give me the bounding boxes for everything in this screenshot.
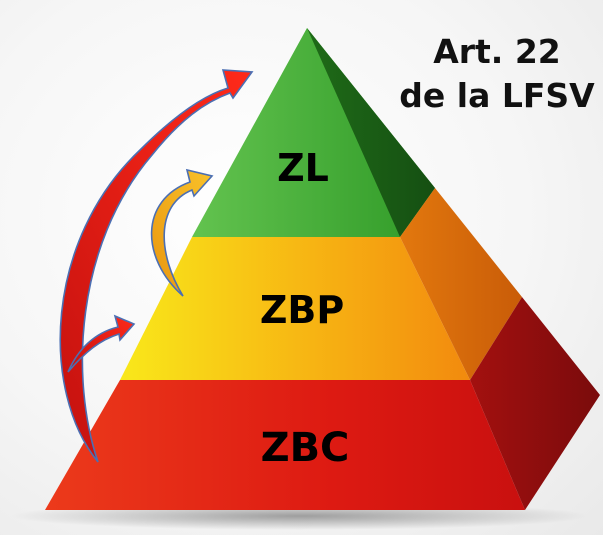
caption-line-2: de la LFSV	[399, 76, 595, 115]
caption: Art. 22 de la LFSV	[397, 30, 597, 118]
tier-middle-front	[120, 237, 470, 380]
tier-bottom	[45, 297, 600, 510]
label-zbc: ZBC	[260, 425, 350, 471]
arrow-zbc-to-zbp	[67, 314, 136, 373]
arrow-zbp-to-zl	[150, 168, 214, 297]
caption-line-1: Art. 22	[433, 32, 561, 71]
tier-top	[192, 28, 435, 237]
tier-bottom-side	[470, 297, 600, 510]
tier-top-side	[307, 28, 435, 237]
arrow-zbc-to-zl	[59, 69, 254, 463]
tier-middle	[120, 188, 522, 380]
tier-bottom-front	[45, 380, 525, 510]
tier-top-front	[192, 28, 435, 237]
label-zl: ZL	[277, 146, 329, 190]
tier-middle-side	[400, 188, 522, 380]
label-zbp: ZBP	[259, 288, 345, 332]
